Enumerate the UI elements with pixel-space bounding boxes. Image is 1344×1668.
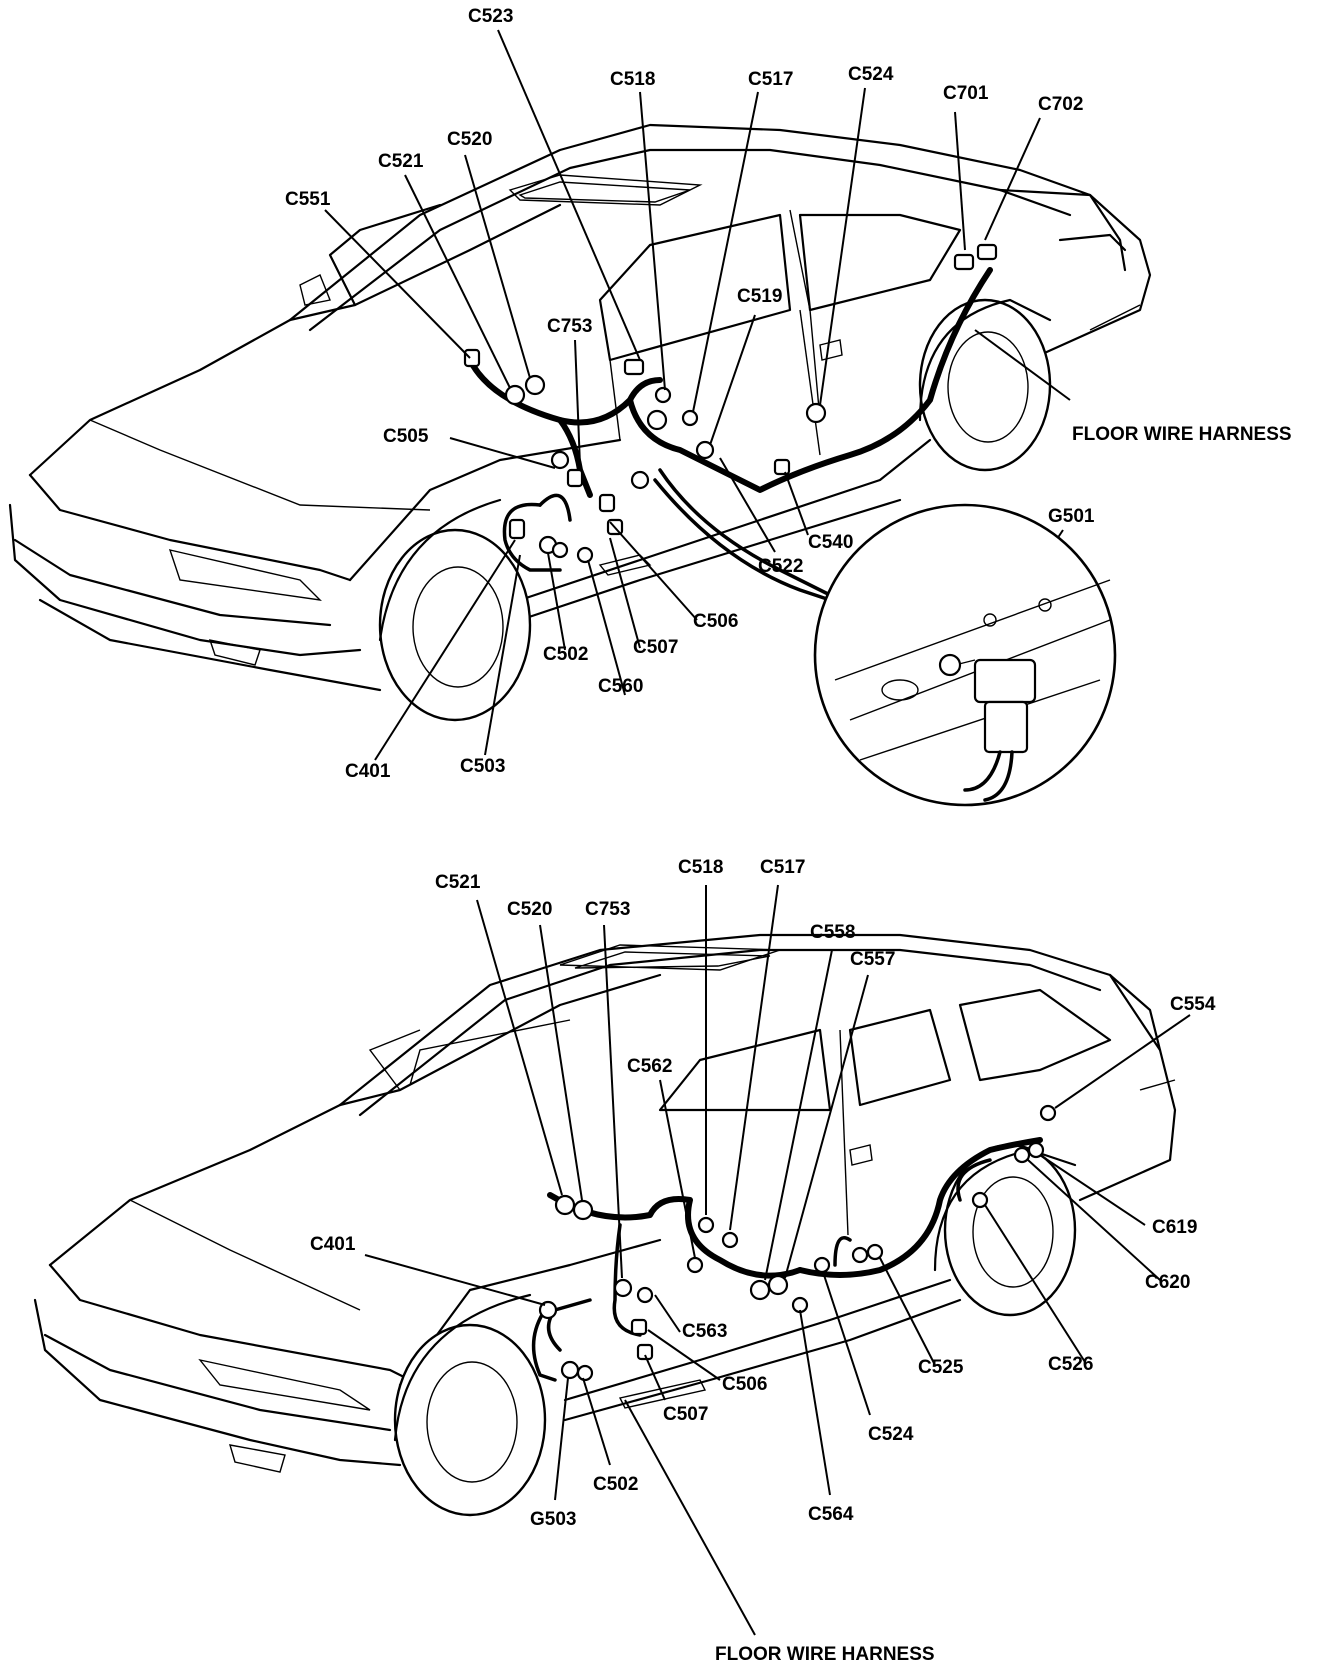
wagon-labels: C521 C520 C753 C518 C517 C558 C557 C562 … <box>310 857 1216 1665</box>
label-w-c507: C507 <box>663 1404 708 1425</box>
label-c523: C523 <box>468 6 513 27</box>
label-c560: C560 <box>598 676 643 697</box>
label-c502: C502 <box>543 644 588 665</box>
g501-detail-inset <box>813 503 1117 807</box>
label-w-c521: C521 <box>435 872 481 893</box>
label-w-c554: C554 <box>1170 994 1216 1015</box>
label-floor-wire-harness-bottom: FLOOR WIRE HARNESS <box>715 1644 935 1665</box>
label-c507: C507 <box>633 637 678 658</box>
label-c524: C524 <box>848 64 894 85</box>
wagon-illustration <box>33 884 1191 1636</box>
label-c753: C753 <box>547 316 592 337</box>
label-w-c564: C564 <box>808 1504 854 1525</box>
label-c701: C701 <box>943 83 989 104</box>
sedan-labels: C523 C518 C517 C524 C701 C702 C520 C521 … <box>285 6 1292 782</box>
label-w-g503: G503 <box>530 1509 576 1530</box>
label-c503: C503 <box>460 756 505 777</box>
label-w-c619: C619 <box>1152 1217 1197 1238</box>
label-w-c518: C518 <box>678 857 723 878</box>
label-c540: C540 <box>808 532 853 553</box>
label-w-c557: C557 <box>850 949 895 970</box>
label-c551: C551 <box>285 189 331 210</box>
label-w-c526: C526 <box>1048 1354 1093 1375</box>
label-c518: C518 <box>610 69 655 90</box>
label-c520: C520 <box>447 129 492 150</box>
label-c522: C522 <box>758 556 803 577</box>
label-g501: G501 <box>1048 506 1095 527</box>
label-c401: C401 <box>345 761 391 782</box>
label-w-c753: C753 <box>585 899 630 920</box>
label-c702: C702 <box>1038 94 1083 115</box>
label-w-c401: C401 <box>310 1234 356 1255</box>
label-c506: C506 <box>693 611 738 632</box>
label-c521: C521 <box>378 151 424 172</box>
label-w-c517: C517 <box>760 857 805 878</box>
label-c517: C517 <box>748 69 793 90</box>
label-w-c524: C524 <box>868 1424 914 1445</box>
label-w-c520: C520 <box>507 899 552 920</box>
label-w-c558: C558 <box>810 922 855 943</box>
label-w-c563: C563 <box>682 1321 727 1342</box>
label-w-c562: C562 <box>627 1056 672 1077</box>
label-floor-wire-harness-top: FLOOR WIRE HARNESS <box>1072 424 1292 445</box>
label-w-c525: C525 <box>918 1357 964 1378</box>
sedan-illustration <box>8 29 1152 807</box>
label-w-c506: C506 <box>722 1374 767 1395</box>
label-w-c620: C620 <box>1145 1272 1190 1293</box>
label-c505: C505 <box>383 426 429 447</box>
label-c519: C519 <box>737 286 782 307</box>
label-w-c502: C502 <box>593 1474 638 1495</box>
